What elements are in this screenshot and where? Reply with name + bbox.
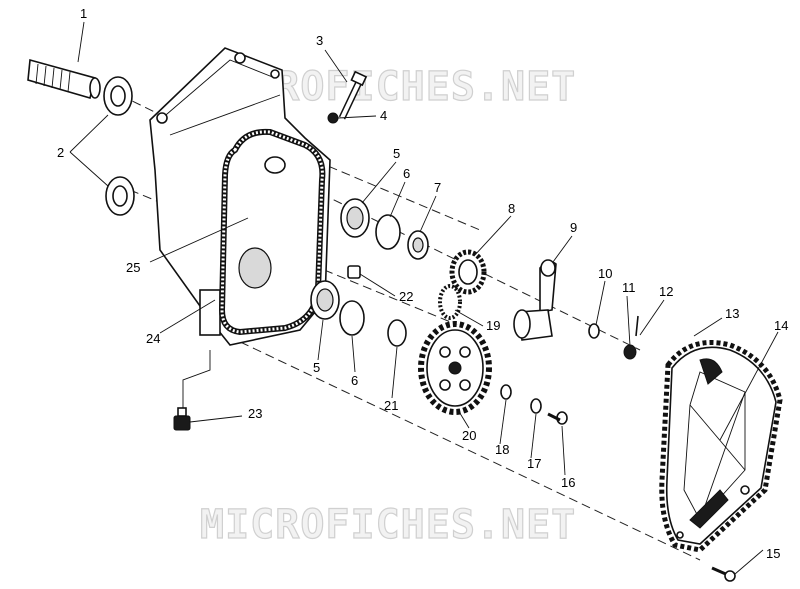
upper-bearing-part bbox=[340, 198, 370, 238]
callout-10: 10 bbox=[598, 266, 612, 281]
lower-o-ring-part bbox=[339, 300, 365, 336]
callout-5: 5 bbox=[393, 146, 400, 161]
tensioner-arm-part bbox=[513, 259, 557, 341]
pin-part bbox=[347, 265, 361, 279]
castle-nut-part bbox=[623, 344, 637, 360]
callout-4: 4 bbox=[380, 108, 387, 123]
callout-5-lower: 5 bbox=[313, 360, 320, 375]
callout-1: 1 bbox=[80, 6, 87, 21]
driven-sprocket-part bbox=[418, 321, 492, 415]
idler-sprocket-part bbox=[438, 284, 462, 320]
callout-25: 25 bbox=[126, 260, 140, 275]
drive-shaft-part bbox=[27, 58, 101, 99]
callout-13: 13 bbox=[725, 306, 739, 321]
callout-15: 15 bbox=[766, 546, 780, 561]
tension-nut-part bbox=[327, 112, 339, 124]
callout-22: 22 bbox=[399, 289, 413, 304]
callout-12: 12 bbox=[659, 284, 673, 299]
callout-24: 24 bbox=[146, 331, 160, 346]
cotter-pin-part bbox=[635, 315, 639, 337]
callout-17: 17 bbox=[527, 456, 541, 471]
cover-screw-part bbox=[711, 566, 736, 582]
callout-7: 7 bbox=[434, 180, 441, 195]
washer-part bbox=[588, 323, 600, 339]
drain-plug-part bbox=[173, 350, 211, 431]
callout-2: 2 bbox=[57, 145, 64, 160]
watermark-bottom: MICROFICHES.NET bbox=[200, 502, 576, 548]
callout-11: 11 bbox=[622, 280, 636, 295]
lower-bearing-part bbox=[310, 280, 340, 320]
callout-9: 9 bbox=[570, 220, 577, 235]
callout-23: 23 bbox=[248, 406, 262, 421]
tension-bolt-part bbox=[338, 70, 368, 120]
callout-14: 14 bbox=[774, 318, 788, 333]
callout-8: 8 bbox=[508, 201, 515, 216]
oil-seal-part bbox=[103, 76, 135, 216]
drive-chain-part bbox=[218, 128, 326, 336]
callout-18: 18 bbox=[495, 442, 509, 457]
callout-21: 21 bbox=[384, 398, 398, 413]
callout-20: 20 bbox=[462, 428, 476, 443]
leader-lines bbox=[69, 21, 779, 575]
callout-labels: 1 2 3 4 5 6 7 8 9 10 11 12 13 14 15 16 1… bbox=[57, 6, 788, 561]
upper-sprocket-part bbox=[449, 249, 487, 295]
cap-screw-16-part bbox=[547, 411, 568, 425]
washer-18-part bbox=[500, 384, 512, 400]
lock-washer-17-part bbox=[530, 398, 542, 414]
upper-o-ring-part bbox=[375, 214, 401, 250]
callout-3: 3 bbox=[316, 33, 323, 48]
snap-ring-part bbox=[387, 319, 407, 347]
spacer-part bbox=[407, 230, 429, 260]
callout-16: 16 bbox=[561, 475, 575, 490]
chaincase-cover-part bbox=[659, 340, 783, 553]
callout-19: 19 bbox=[486, 318, 500, 333]
callout-6: 6 bbox=[403, 166, 410, 181]
callout-6-lower: 6 bbox=[351, 373, 358, 388]
